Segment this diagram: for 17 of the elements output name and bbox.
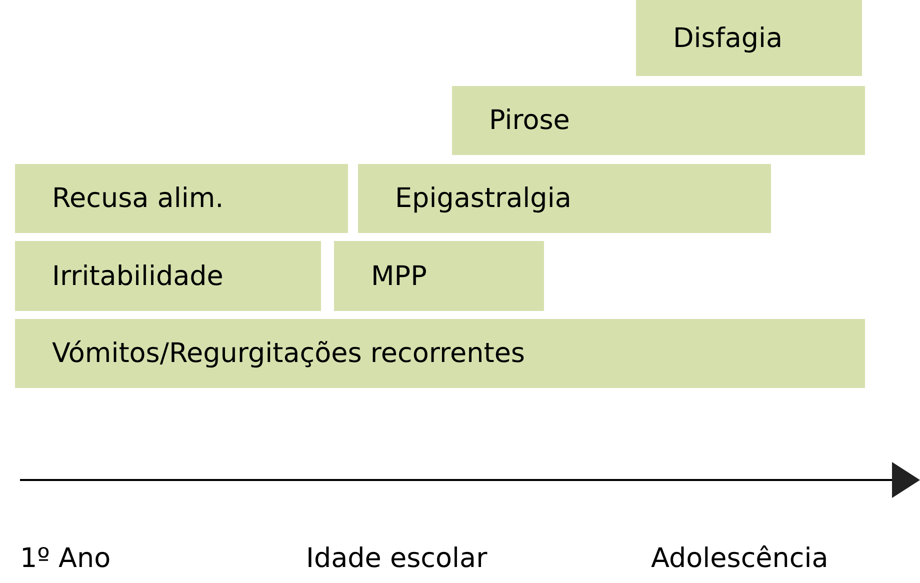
symptom-label: Vómitos/Regurgitações recorrentes bbox=[52, 338, 526, 369]
symptom-bar bbox=[452, 86, 865, 155]
symptom-label: Irritabilidade bbox=[52, 260, 224, 292]
symptom-bar bbox=[358, 164, 771, 233]
symptom-label: MPP bbox=[371, 260, 427, 292]
symptom-bar bbox=[15, 241, 321, 311]
symptom-label: Disfagia bbox=[673, 22, 783, 54]
symptom-bar bbox=[636, 0, 862, 76]
symptom-label: Epigastralgia bbox=[395, 183, 572, 214]
symptom-bar bbox=[15, 319, 865, 388]
symptom-label: Recusa alim. bbox=[52, 183, 224, 214]
age-label: Idade escolar bbox=[306, 543, 488, 574]
age-label: Adolescência bbox=[651, 543, 828, 574]
symptom-bar bbox=[334, 241, 544, 311]
symptom-bar bbox=[15, 164, 348, 233]
symptom-label: Pirose bbox=[489, 105, 570, 136]
age-label: 1º Ano bbox=[20, 543, 111, 574]
